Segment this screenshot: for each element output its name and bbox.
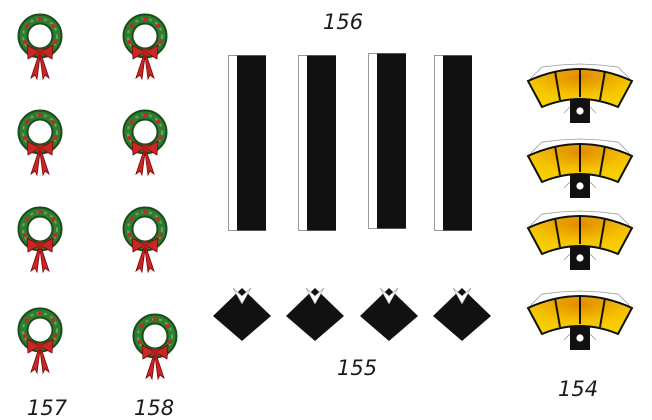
wreath-icon bbox=[120, 12, 170, 82]
label-155: 155 bbox=[337, 356, 377, 380]
fan-piece bbox=[524, 290, 636, 352]
fan-piece bbox=[524, 63, 636, 125]
diamond-piece bbox=[211, 286, 273, 342]
wreath-icon bbox=[15, 205, 65, 275]
wreath-icon bbox=[15, 108, 65, 178]
diamond-piece bbox=[431, 286, 493, 342]
label-154: 154 bbox=[558, 377, 598, 401]
label-158: 158 bbox=[134, 396, 174, 420]
strip-piece bbox=[298, 55, 336, 231]
strip-piece bbox=[228, 55, 266, 231]
strip-piece bbox=[434, 55, 472, 231]
diamond-piece bbox=[284, 286, 346, 342]
wreath-icon bbox=[15, 306, 65, 376]
wreath-icon bbox=[120, 108, 170, 178]
fan-piece bbox=[524, 138, 636, 200]
wreath-icon bbox=[15, 12, 65, 82]
fan-piece bbox=[524, 210, 636, 272]
diamond-piece bbox=[358, 286, 420, 342]
wreath-icon bbox=[130, 312, 180, 382]
label-156: 156 bbox=[323, 10, 363, 34]
strip-piece bbox=[368, 53, 406, 229]
label-157: 157 bbox=[27, 396, 67, 420]
wreath-icon bbox=[120, 205, 170, 275]
